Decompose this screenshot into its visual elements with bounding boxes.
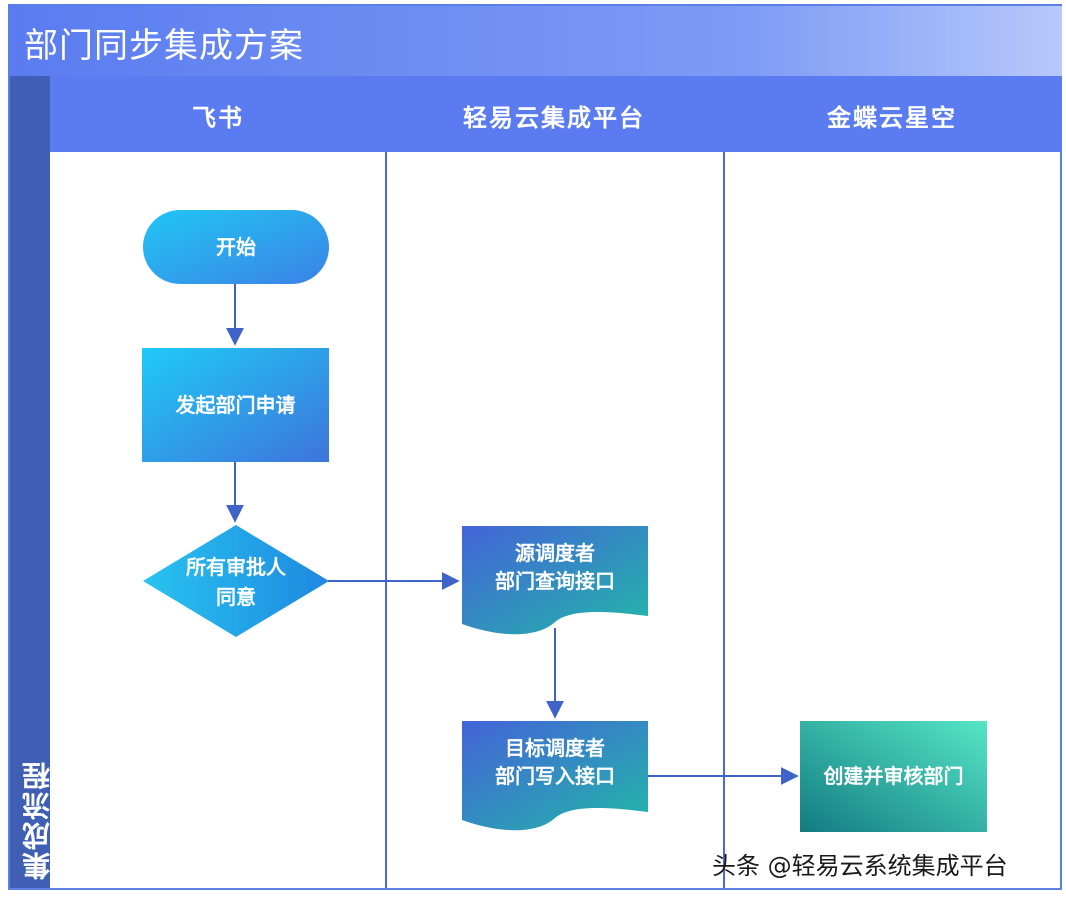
source-document-node bbox=[462, 526, 648, 635]
approve-label-line2: 同意 bbox=[216, 585, 256, 609]
apply-label: 发起部门申请 bbox=[175, 393, 296, 417]
target-label-line2: 部门写入接口 bbox=[495, 764, 615, 788]
create-node bbox=[800, 721, 987, 832]
lane-divider-2 bbox=[723, 152, 725, 888]
approve-label-line1: 所有审批人 bbox=[186, 555, 286, 579]
lane-title-qingyiyun: 轻易云集成平台 bbox=[463, 104, 645, 132]
lane-divider-1 bbox=[385, 152, 387, 888]
apply-node bbox=[142, 348, 329, 462]
start-node bbox=[143, 210, 329, 284]
diagram-title: 部门同步集成方案 bbox=[24, 26, 304, 66]
approve-decision-node bbox=[143, 525, 329, 637]
start-label: 开始 bbox=[216, 235, 256, 259]
watermark-text: 头条 @轻易云系统集成平台 bbox=[712, 852, 1008, 880]
source-label-line2: 部门查询接口 bbox=[495, 569, 615, 593]
lane-title-kingdee: 金蝶云星空 bbox=[827, 104, 957, 132]
lane-title-feishu: 飞书 bbox=[192, 104, 244, 132]
side-bar: 集成流程 bbox=[10, 76, 54, 888]
target-label-line1: 目标调度者 bbox=[505, 736, 605, 760]
target-document-node bbox=[462, 721, 648, 831]
title-bar: 部门同步集成方案 bbox=[10, 6, 1062, 76]
lane-header-row: 飞书 轻易云集成平台 金蝶云星空 bbox=[50, 76, 1062, 152]
create-label: 创建并审核部门 bbox=[823, 764, 964, 788]
source-label-line1: 源调度者 bbox=[515, 541, 595, 565]
